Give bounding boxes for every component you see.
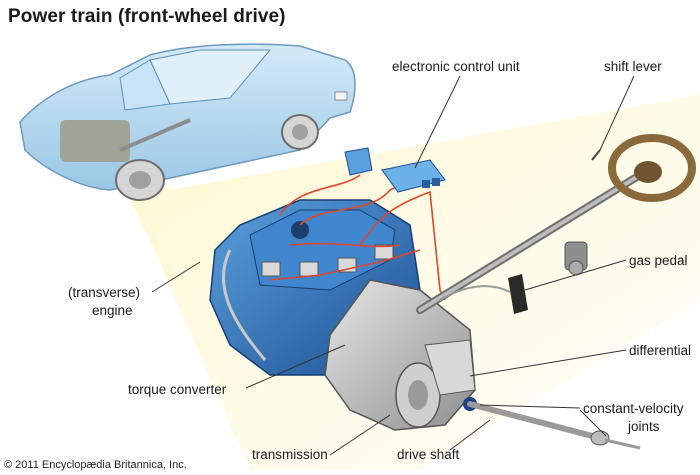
copyright-notice: © 2011 Encyclopædia Britannica, Inc. [4, 459, 187, 471]
steering-assembly [416, 134, 696, 314]
ecu-box [381, 159, 446, 193]
sensor-box [344, 147, 373, 176]
transmission-housing [324, 279, 477, 431]
label-transmission: transmission [252, 447, 328, 462]
car-illustration [19, 43, 356, 201]
wiring-harness [269, 174, 446, 301]
label-gas-pedal: gas pedal [629, 253, 688, 268]
label-engine-line1: (transverse) [68, 285, 141, 300]
label-torque-converter: torque converter [128, 382, 227, 397]
label-cv-joints-line1: constant-velocity [583, 401, 684, 416]
label-electronic-control-unit: electronic control unit [392, 59, 520, 74]
leader-lines [151, 75, 635, 456]
label-cv-joints-line2: joints [628, 419, 660, 434]
drive-shaft [467, 401, 641, 450]
diagram-title: Power train (front-wheel drive) [8, 6, 286, 27]
label-engine-line2: engine [92, 303, 133, 318]
label-drive-shaft: drive shaft [397, 447, 460, 462]
label-differential: differential [629, 343, 692, 358]
label-shift-lever: shift lever [604, 59, 662, 74]
gas-pedal [439, 274, 528, 314]
